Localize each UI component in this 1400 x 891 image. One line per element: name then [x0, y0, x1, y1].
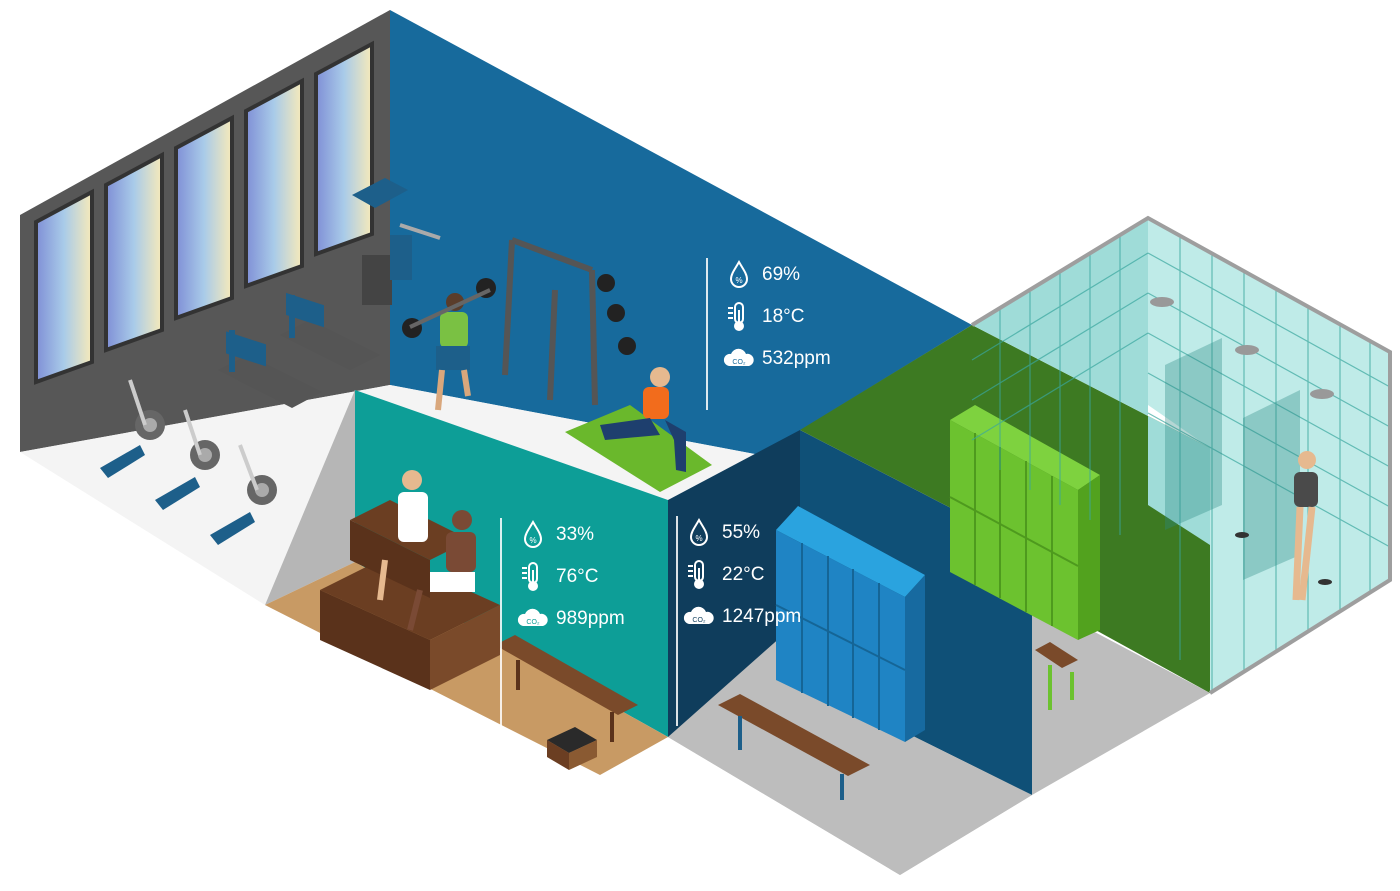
svg-text:CO₂: CO₂ [732, 359, 746, 366]
svg-text:%: % [695, 534, 702, 543]
temperature-value: 76°C [556, 566, 599, 587]
co2-cloud-icon: CO₂ [517, 608, 548, 626]
person-stretching [600, 367, 686, 472]
changing-bench [718, 694, 870, 800]
thermometer-icon [728, 302, 744, 331]
co2-value: 1247ppm [722, 606, 802, 627]
thermometer-icon [522, 562, 538, 591]
humidity-reading: % 55% [682, 516, 760, 550]
temperature-reading: 76°C [516, 560, 598, 594]
weight-machine [352, 178, 441, 305]
humidity-reading: % 69% [722, 258, 800, 292]
green-bench [1035, 642, 1078, 710]
humidity-value: 55% [722, 522, 761, 543]
squat-rack [502, 237, 598, 406]
sensor-divider [500, 518, 502, 728]
svg-text:CO₂: CO₂ [526, 619, 540, 626]
person-sauna-man [407, 510, 476, 631]
thermometer-icon [688, 560, 704, 589]
sauna-side-wall [265, 390, 355, 605]
temperature-value: 18°C [762, 306, 805, 327]
humidity-drop-icon: % [689, 517, 709, 546]
locker-cabinet-blue [775, 506, 925, 742]
co2-cloud-icon: CO₂ [723, 348, 754, 366]
locker-room-green [800, 325, 1210, 710]
humidity-reading: % 33% [516, 518, 594, 552]
gym-back-wall [390, 10, 972, 455]
humidity-value: 69% [762, 264, 801, 285]
wooden-bench [495, 635, 638, 742]
temperature-value: 22°C [722, 564, 765, 585]
exercise-bike [155, 409, 220, 510]
temperature-reading: 18°C [722, 300, 804, 334]
shower-tile-grid [971, 236, 1391, 690]
co2-reading: CO₂ 989ppm [516, 602, 625, 636]
co2-value: 532ppm [762, 348, 831, 369]
shower-room [970, 215, 1392, 695]
gym-room [20, 10, 972, 605]
humidity-value: 33% [556, 524, 595, 545]
sauna-room [265, 390, 668, 775]
person-weightlifter [409, 288, 491, 411]
sensor-divider [676, 516, 678, 726]
shower-heads [1150, 297, 1334, 399]
exercise-bike [210, 444, 277, 545]
gym-windows [34, 40, 374, 385]
shower-back-wall-left [972, 218, 1210, 545]
svg-text:%: % [529, 536, 536, 545]
humidity-drop-icon: % [729, 259, 749, 288]
co2-value: 989ppm [556, 608, 625, 629]
temperature-reading: 22°C [682, 558, 764, 592]
sensor-divider [706, 258, 708, 410]
shower-frame [970, 215, 1392, 695]
changing-room-floor-front [668, 680, 1032, 875]
person-sauna-woman [377, 470, 428, 601]
shower-glass-partition [1243, 390, 1300, 580]
shower-glass-partition [1165, 338, 1222, 530]
treadmill [218, 330, 322, 408]
treadmill [280, 292, 380, 370]
svg-text:%: % [735, 276, 742, 285]
svg-text:CO₂: CO₂ [692, 617, 706, 624]
changing-room-wall-left [668, 430, 800, 737]
locker-cabinet-green [949, 405, 1100, 640]
co2-reading: CO₂ 1247ppm [682, 600, 801, 634]
shower-drains [1235, 532, 1332, 585]
sauna-stove-bucket [547, 727, 597, 770]
co2-cloud-icon: CO₂ [683, 606, 714, 624]
sauna-back-wall [355, 390, 668, 737]
shower-back-wall-right [1148, 218, 1390, 693]
exercise-bike [100, 379, 165, 478]
person-showering [1292, 451, 1318, 601]
co2-reading: CO₂ 532ppm [722, 342, 831, 376]
humidity-drop-icon: % [523, 519, 543, 548]
